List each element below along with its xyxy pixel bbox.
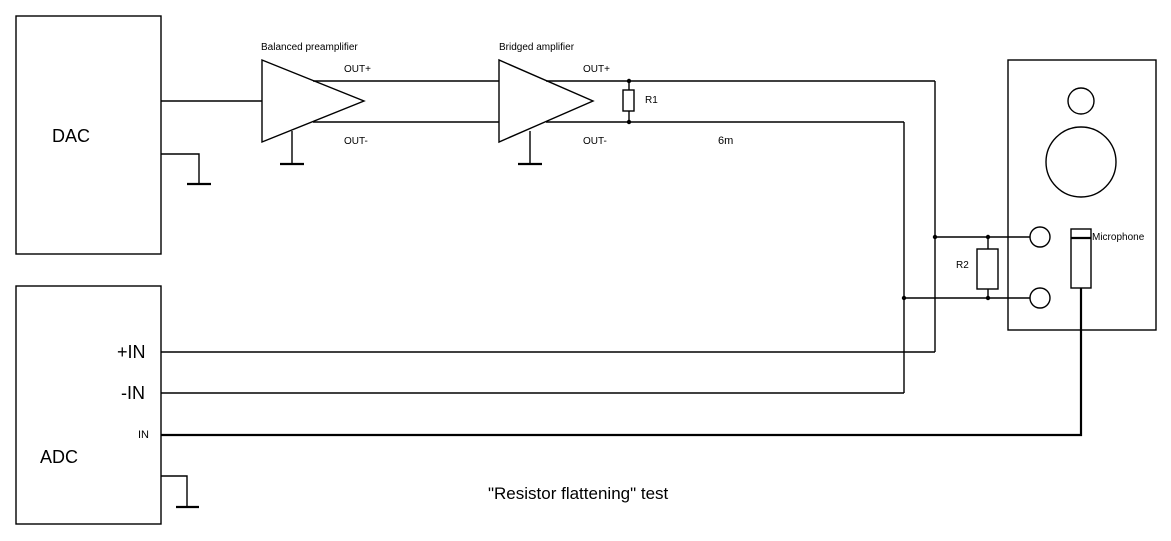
adc-label: ADC (40, 447, 78, 467)
dac-ground-wire (161, 153, 200, 184)
adc-minus-in-label: -IN (121, 383, 145, 403)
microphone: Microphone (161, 228, 1145, 437)
amp-out-plus-label: OUT+ (583, 64, 610, 75)
diagram-caption: "Resistor flattening" test (488, 484, 669, 503)
bridged-amplifier: Bridged amplifier OUT+ OUT- (498, 42, 610, 166)
preamp-out-plus-label: OUT+ (344, 64, 371, 75)
r2-resistor (976, 248, 999, 290)
amp-output-wiring: R1 6m (546, 78, 936, 393)
r2-label: R2 (956, 260, 969, 271)
cable-length-label: 6m (718, 135, 733, 147)
amp-triangle (498, 58, 595, 144)
minus-terminal (1029, 287, 1051, 309)
adc-plus-in-label: +IN (117, 342, 146, 362)
dac-box (15, 15, 162, 255)
r1-label: R1 (645, 95, 658, 106)
preamp-out-minus-label: OUT- (344, 136, 368, 147)
dac-label: DAC (52, 126, 90, 146)
adc-in-label: IN (138, 429, 149, 441)
plus-junction-dot (932, 234, 938, 240)
adc-ground-wire (161, 475, 188, 507)
adc-block: ADC +IN -IN IN (15, 285, 935, 525)
speaker-terminal-wiring: R2 (901, 234, 1030, 301)
dac-block: DAC (15, 15, 262, 255)
minus-junction-dot (901, 295, 907, 301)
balanced-preamplifier-label: Balanced preamplifier (261, 42, 358, 53)
adc-box (15, 285, 162, 525)
woofer (1045, 126, 1117, 198)
tweeter (1067, 87, 1095, 115)
microphone-label: Microphone (1092, 232, 1145, 243)
plus-terminal (1029, 226, 1051, 248)
microphone-cable (161, 288, 1083, 437)
bridged-amplifier-label: Bridged amplifier (499, 42, 575, 53)
amp-out-minus-label: OUT- (583, 136, 607, 147)
balanced-preamplifier: Balanced preamplifier OUT+ OUT- (261, 42, 499, 166)
r1-resistor (622, 89, 635, 112)
